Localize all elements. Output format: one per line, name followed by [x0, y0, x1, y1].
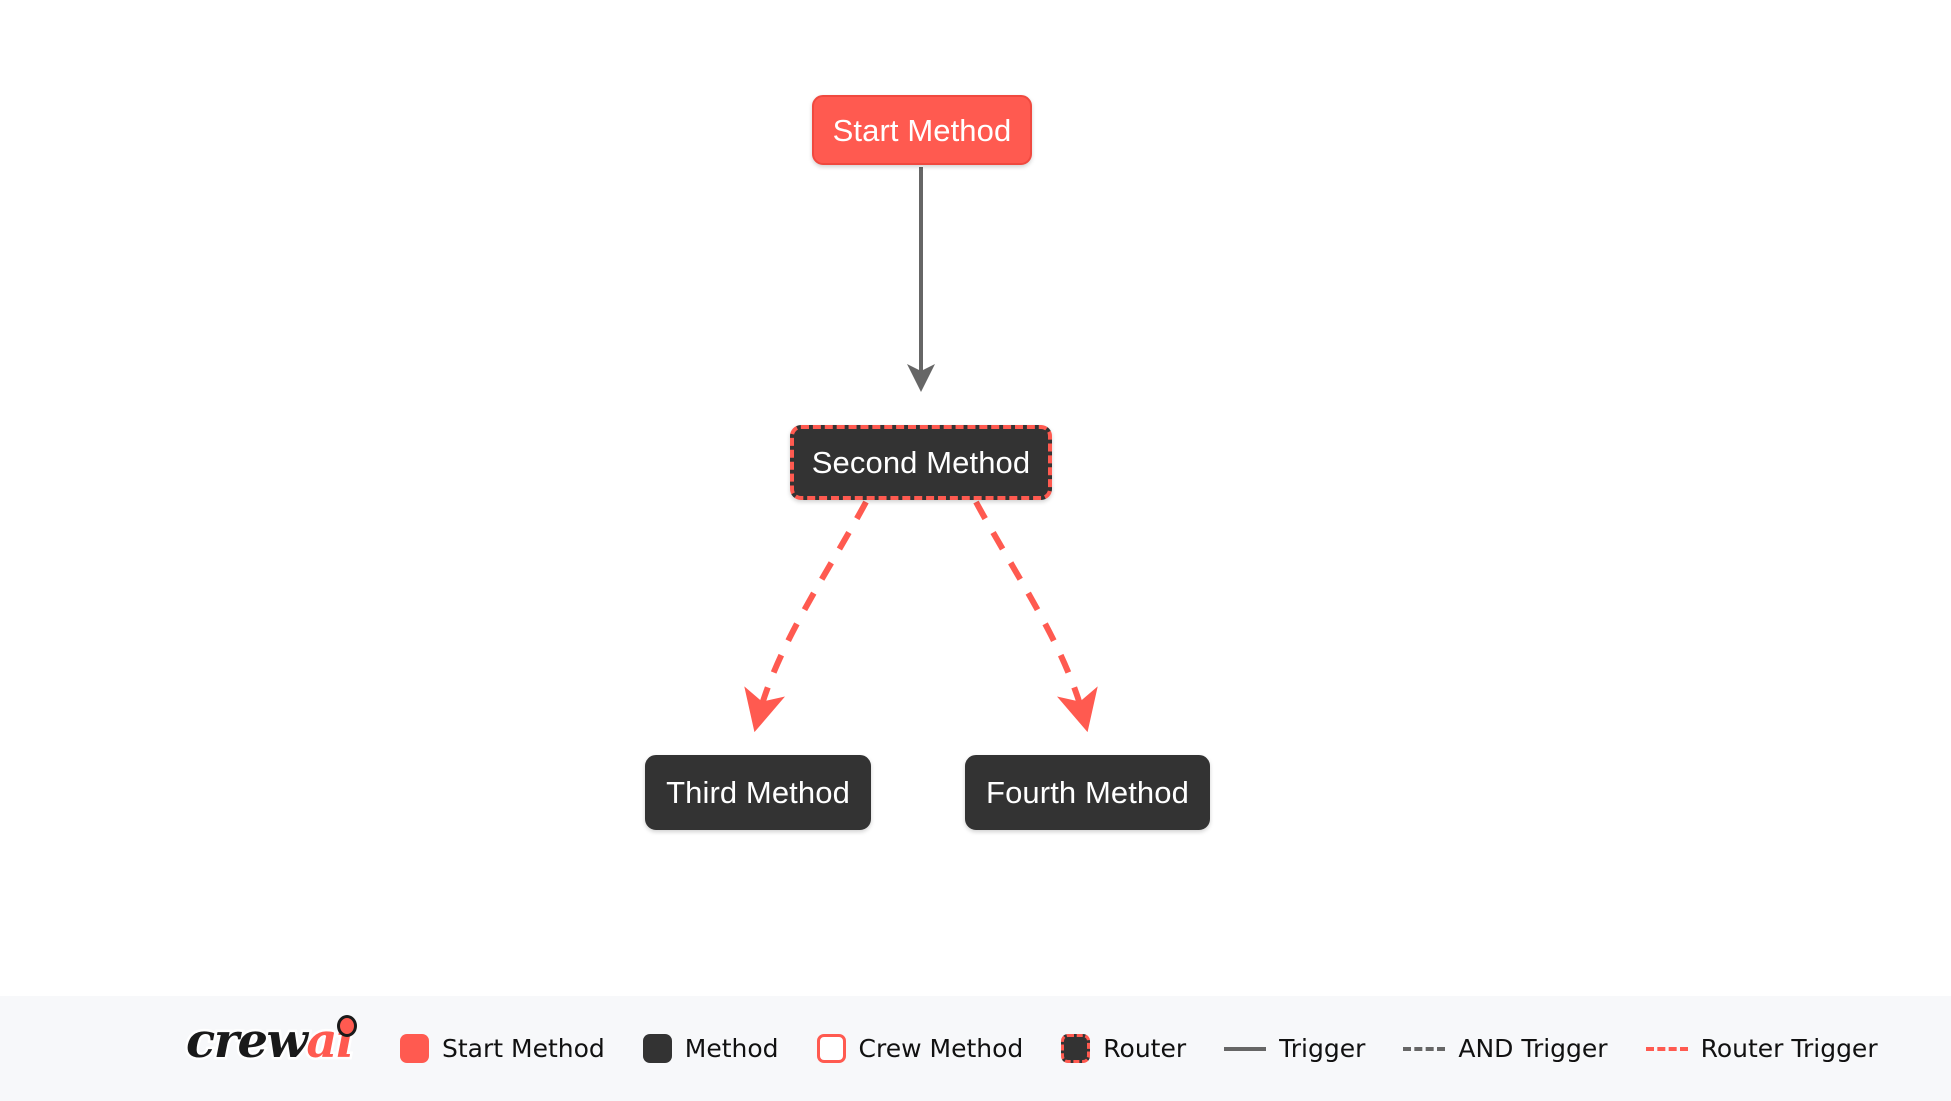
edge-layer [744, 167, 1098, 733]
legend-label: Router [1103, 1034, 1187, 1063]
logo-crew-text: crew [183, 1012, 310, 1069]
node-label: Third Method [666, 775, 850, 810]
node-second-method[interactable]: Second Method [790, 425, 1052, 500]
legend-label: Crew Method [858, 1034, 1024, 1063]
node-label: Second Method [811, 445, 1031, 480]
method-swatch-icon [642, 1034, 672, 1063]
and-trigger-line-icon [1403, 1046, 1446, 1051]
legend-label: Router Trigger [1700, 1034, 1878, 1063]
legend-items: Start Method Method Crew Method Router T… [400, 1034, 1878, 1063]
flow-canvas[interactable]: Start Method Second Method Third Method … [0, 0, 1951, 996]
legend-item-start-method[interactable]: Start Method [400, 1034, 605, 1063]
edge-second-to-third[interactable] [744, 500, 869, 733]
node-fourth-method[interactable]: Fourth Method [965, 755, 1210, 830]
logo-dot-icon [337, 1014, 357, 1037]
edge-second-to-fourth[interactable] [973, 500, 1098, 733]
node-start-method[interactable]: Start Method [812, 95, 1032, 165]
legend-item-method[interactable]: Method [642, 1034, 779, 1063]
node-third-method[interactable]: Third Method [645, 755, 871, 830]
legend-label: Method [684, 1034, 779, 1063]
legend-label: Trigger [1279, 1034, 1366, 1063]
legend-item-trigger[interactable]: Trigger [1224, 1036, 1365, 1061]
crewai-logo: crewai [183, 1013, 364, 1085]
crew-method-swatch-icon [816, 1034, 846, 1063]
legend-label: Start Method [442, 1034, 605, 1063]
legend-item-router[interactable]: Router [1061, 1034, 1186, 1063]
legend-item-crew-method[interactable]: Crew Method [816, 1034, 1024, 1063]
legend-item-and-trigger[interactable]: AND Trigger [1403, 1034, 1608, 1063]
router-swatch-icon [1061, 1034, 1091, 1063]
start-method-swatch-icon [400, 1034, 429, 1063]
legend-item-router-trigger[interactable]: Router Trigger [1645, 1034, 1878, 1063]
legend-label: AND Trigger [1458, 1034, 1608, 1063]
legend-bar: crewai Start Method Method Crew Method R… [0, 996, 1951, 1101]
crewai-wordmark: crewai [183, 1014, 356, 1067]
trigger-line-icon [1224, 1046, 1267, 1051]
router-trigger-line-icon [1645, 1046, 1688, 1051]
node-label: Start Method [832, 112, 1012, 148]
node-label: Fourth Method [986, 775, 1189, 810]
